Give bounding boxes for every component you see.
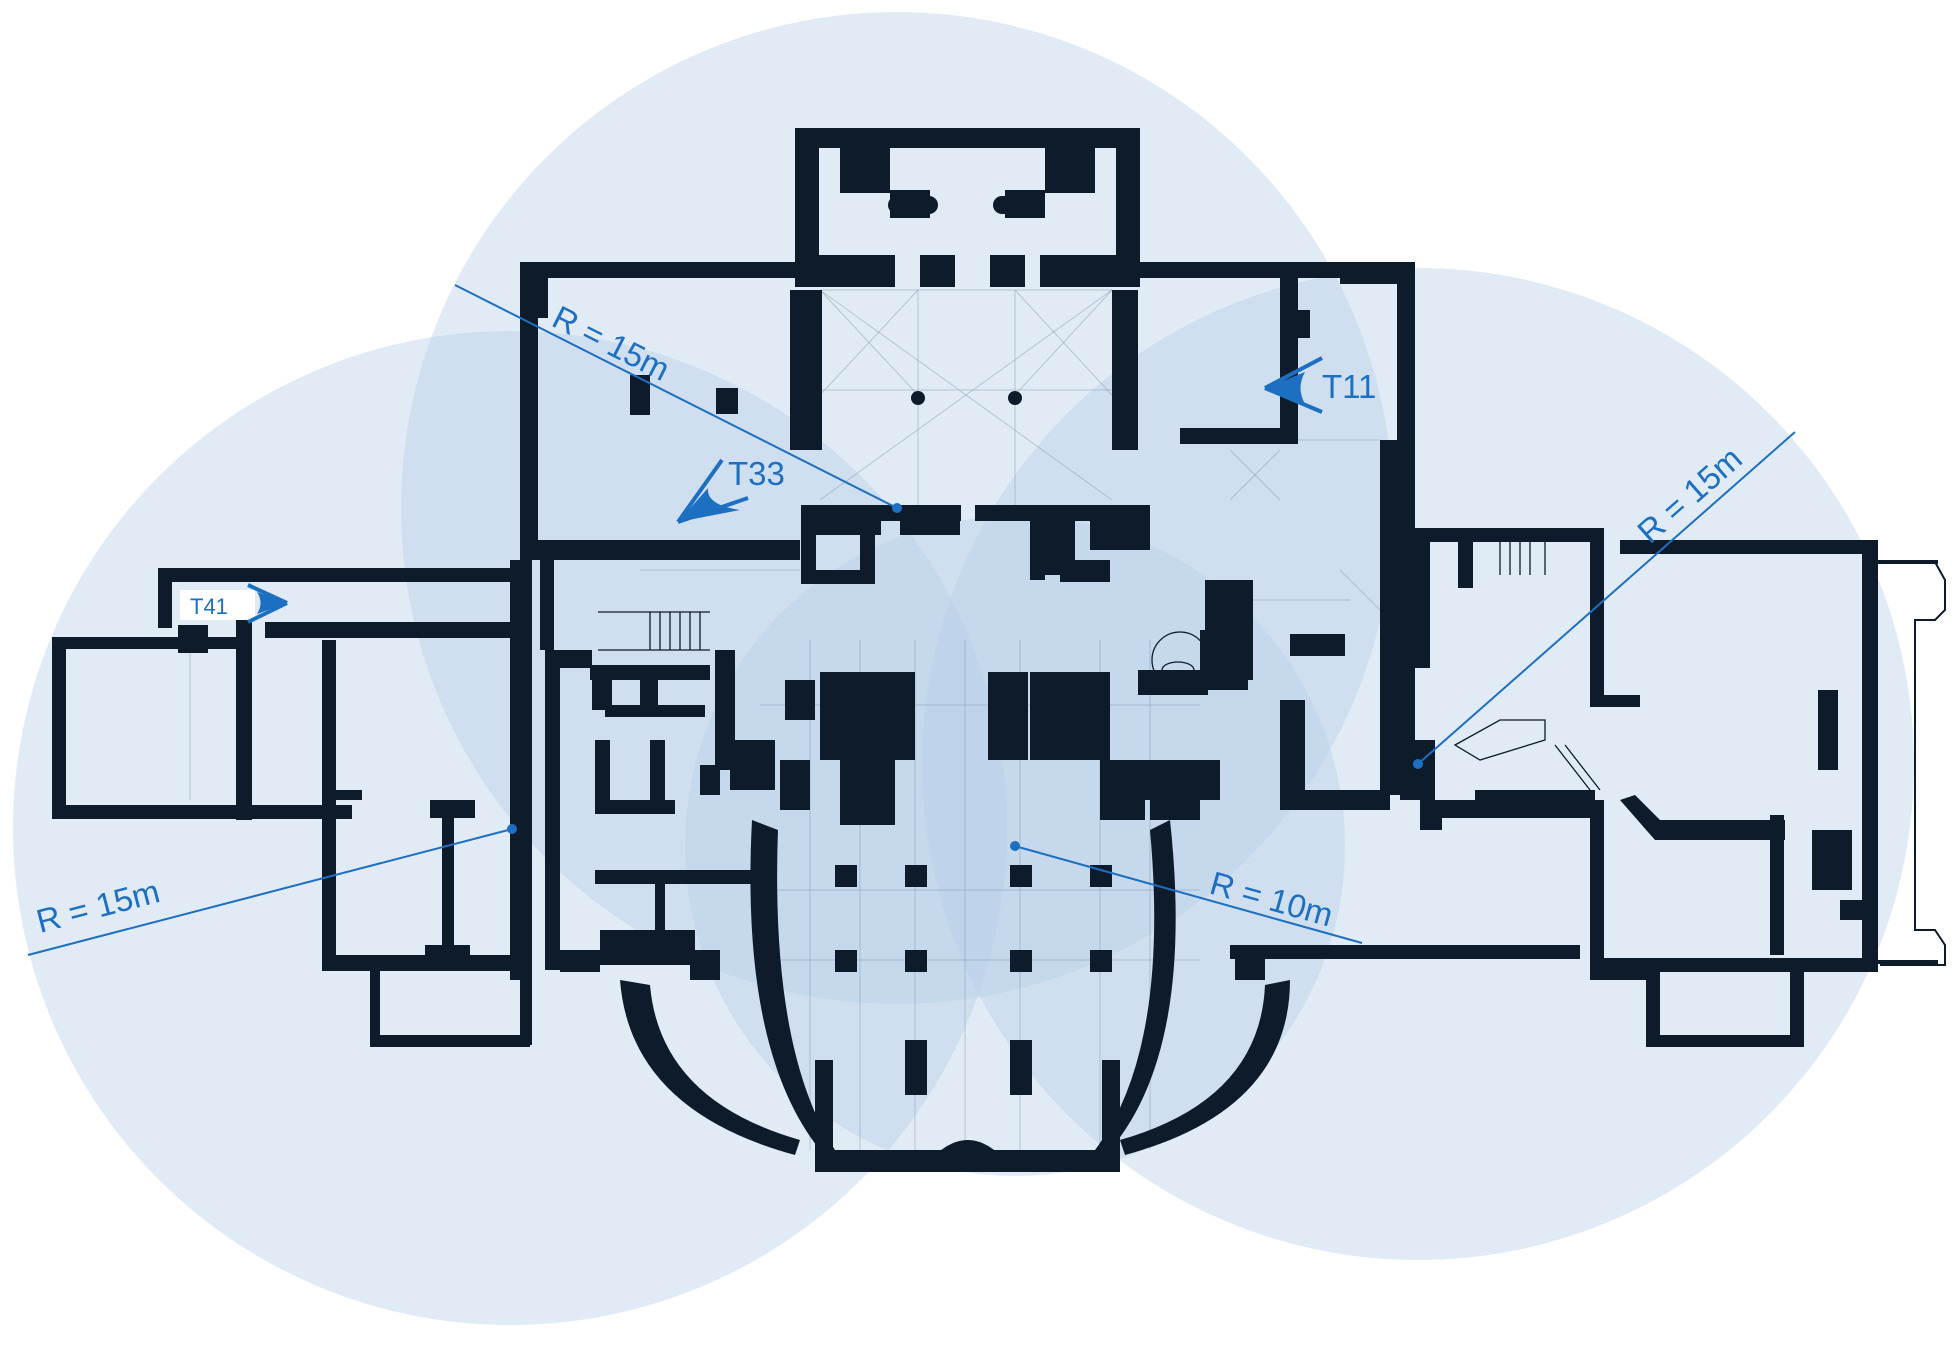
device-t33: T33 — [676, 455, 785, 524]
device-label-t11: T11 — [1322, 368, 1376, 405]
apse — [620, 820, 1290, 1172]
device-point-upper-center — [892, 503, 902, 513]
hall-columns — [835, 391, 1112, 1095]
east-center-walls — [1205, 440, 1580, 980]
radius-line-right — [1417, 431, 1796, 765]
device-label-t41: T41 — [190, 594, 228, 619]
radius-centers — [507, 503, 1423, 851]
far-west-room-walls — [52, 620, 352, 820]
north-chapel-walls — [795, 128, 1140, 287]
coverage-layer — [13, 12, 1914, 1325]
sector-arrow-icon — [1264, 356, 1323, 414]
device-t11: T11 — [1264, 356, 1376, 414]
device-t41: T41 — [180, 583, 288, 624]
radius-line-left — [27, 828, 513, 956]
upper-block-walls — [520, 262, 1415, 582]
radius-lines — [27, 284, 1796, 956]
stair-west — [598, 611, 710, 651]
west-service-walls — [545, 650, 760, 980]
device-label-t33: T33 — [728, 455, 785, 492]
radius-line-center — [1014, 845, 1363, 944]
device-markers: T11 T33 T41 — [180, 356, 1376, 624]
radius-line-upper-center — [454, 284, 898, 509]
east-porch-outline — [1880, 561, 1946, 966]
walls — [52, 128, 1938, 1172]
device-point-center — [1010, 841, 1020, 851]
device-label-bg-t41 — [180, 590, 255, 620]
east-wing-walls — [1400, 528, 1878, 1047]
sector-arrow-icon — [247, 583, 288, 624]
west-wing-walls — [322, 560, 532, 1047]
sector-arrow-icon — [676, 458, 749, 524]
device-point-right — [1413, 759, 1423, 769]
west-corridor-walls — [158, 540, 800, 650]
device-point-left — [507, 824, 517, 834]
central-piers — [730, 520, 1248, 825]
